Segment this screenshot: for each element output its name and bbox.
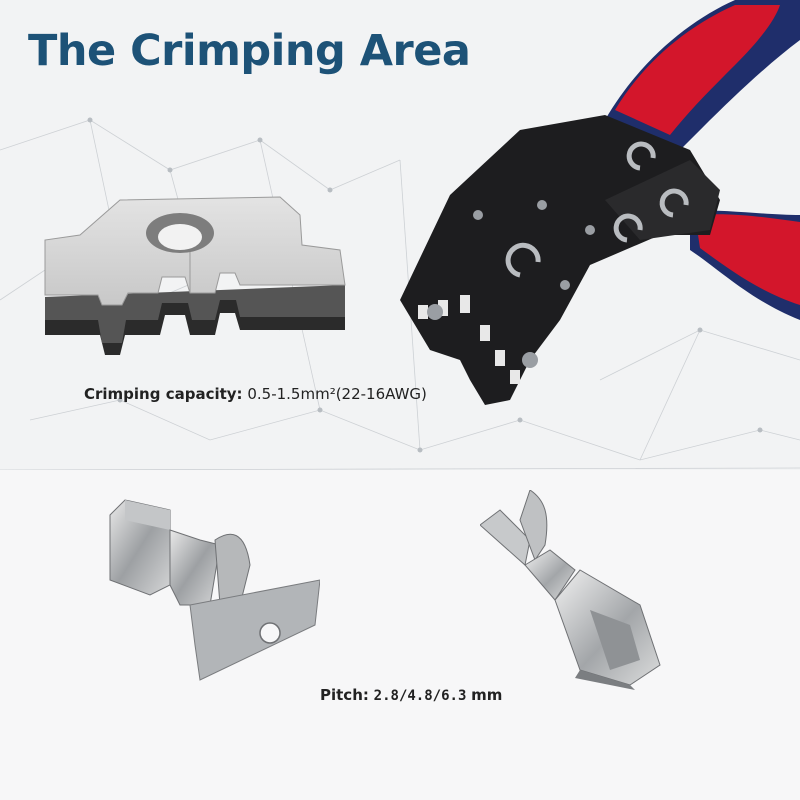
- pitch-value: 2.8/4.8/6.3: [373, 688, 467, 704]
- crimping-capacity-label: Crimping capacity:: [84, 385, 243, 403]
- crimping-capacity-caption: Crimping capacity: 0.5-1.5mm²(22-16AWG): [84, 385, 427, 403]
- pitch-unit: mm: [471, 686, 503, 704]
- crimping-pliers-photo: [400, 0, 800, 405]
- pitch-label: Pitch:: [320, 686, 369, 704]
- pitch-caption: Pitch: 2.8/4.8/6.3 mm: [320, 686, 502, 704]
- die-block-illustration: [44, 196, 346, 355]
- receptacle-terminal-with-strip-photo: [109, 499, 320, 681]
- crimping-capacity-value: 0.5-1.5mm²(22-16AWG): [247, 385, 427, 403]
- female-spade-terminal-photo: [480, 490, 661, 690]
- page-title: The Crimping Area: [28, 26, 471, 76]
